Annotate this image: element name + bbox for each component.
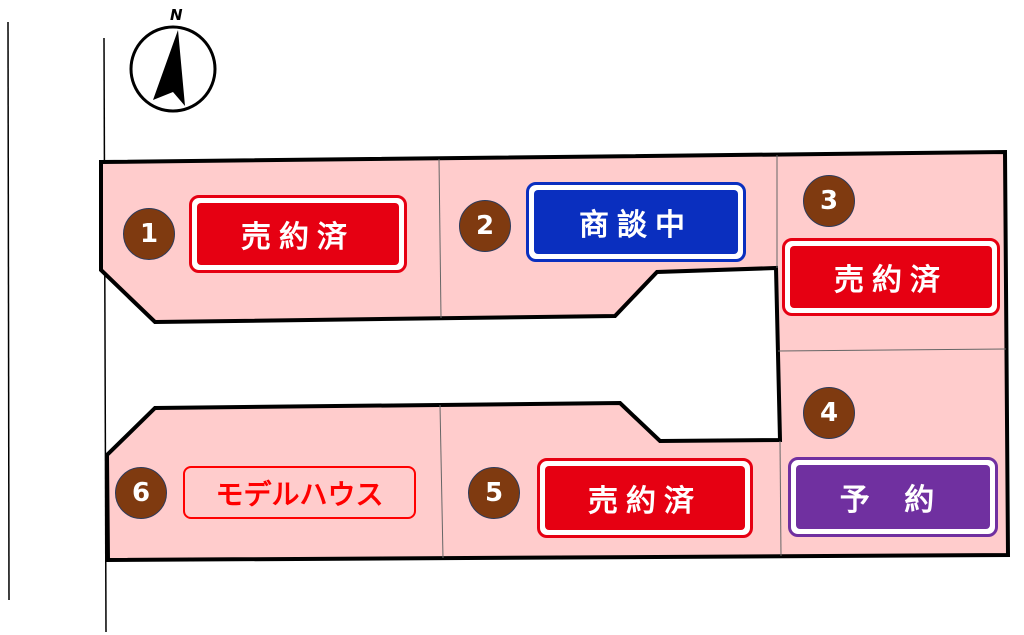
lot-3-status-badge: 売約済 <box>782 238 1000 316</box>
status-label: 予 約 <box>796 465 990 529</box>
lot-number-4: 4 <box>803 387 855 439</box>
lot-number-1: 1 <box>123 208 175 260</box>
status-label: 商談中 <box>534 190 738 254</box>
lot-6-model-house-label: モデルハウス <box>183 466 416 519</box>
status-label: 売約済 <box>790 246 992 308</box>
lot-2-status-badge: 商談中 <box>526 182 746 262</box>
lot-number-3: 3 <box>803 175 855 227</box>
lot-dividers <box>438 155 1007 559</box>
road-line <box>103 37 107 633</box>
lot-5-status-badge: 売約済 <box>537 458 753 538</box>
compass-north-label: N <box>170 6 183 24</box>
lot-number-5: 5 <box>468 467 520 519</box>
status-label: 売約済 <box>197 203 399 265</box>
road-line-left <box>7 21 10 601</box>
status-label: 売約済 <box>545 466 745 530</box>
lot-1-status-badge: 売約済 <box>189 195 407 273</box>
lot-number-6: 6 <box>115 467 167 519</box>
lot-number-2: 2 <box>459 200 511 252</box>
lot-4-status-badge: 予 約 <box>788 457 998 537</box>
compass-icon <box>129 25 217 113</box>
